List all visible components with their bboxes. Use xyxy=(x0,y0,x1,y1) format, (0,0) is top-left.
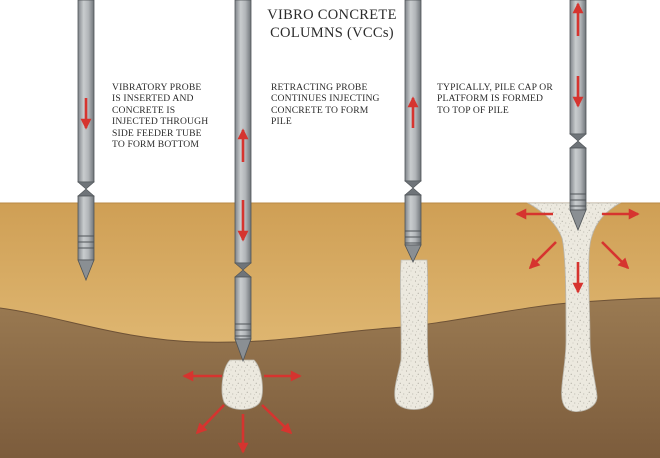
flow-arrows xyxy=(80,2,640,454)
vibratory-probe-stage-3 xyxy=(404,0,422,263)
vibratory-probe-stage-1 xyxy=(77,0,95,282)
lower-soil-layer xyxy=(0,298,660,458)
concrete-column-stage-3 xyxy=(526,202,622,412)
concrete-column-stage-2 xyxy=(394,259,434,410)
arrow-bulb-down-right xyxy=(261,404,293,435)
step-2-caption: RETRACTING PROBE CONTINUES INJECTING CON… xyxy=(271,82,380,128)
concrete-bulb-stage-1 xyxy=(221,359,263,410)
step-1-caption: VIBRATORY PROBE IS INSERTED AND CONCRETE… xyxy=(112,82,209,151)
diagram-title: VIBRO CONCRETE COLUMNS (VCCs) xyxy=(267,7,397,41)
step-3-caption: TYPICALLY, PILE CAP OR PLATFORM IS FORME… xyxy=(437,82,553,116)
vibratory-probe-stage-2 xyxy=(234,0,252,363)
arrow-bulb-down-left xyxy=(195,404,225,435)
arrow-cap-down-left xyxy=(528,241,557,270)
arrow-cap-down-right xyxy=(601,241,630,270)
